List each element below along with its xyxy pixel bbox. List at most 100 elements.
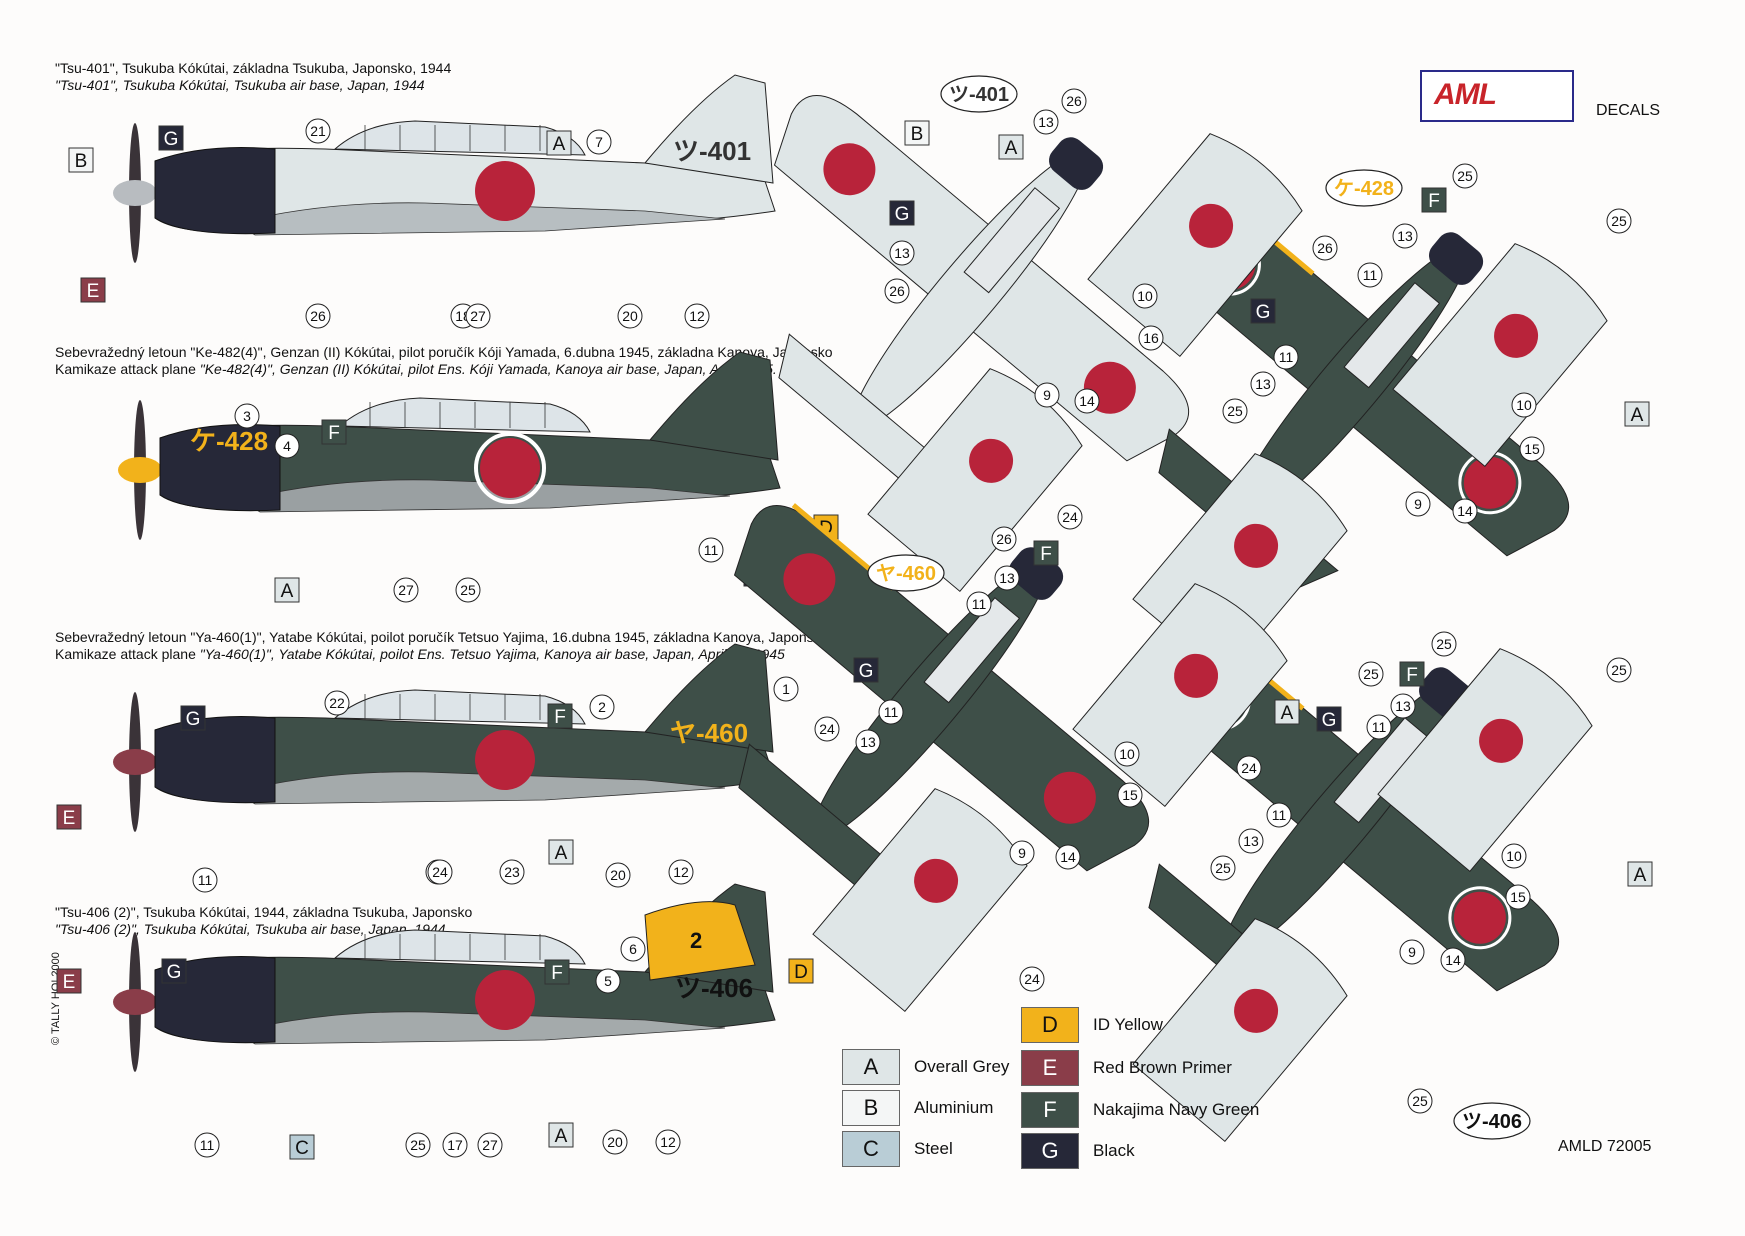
- callout-label: 26: [1066, 93, 1082, 109]
- wing-hinomaru: [969, 438, 1014, 483]
- underside-wing: [1132, 918, 1348, 1143]
- callout-number: [274, 433, 300, 459]
- color-letter-box: [161, 958, 187, 984]
- callout-number: [1273, 344, 1299, 370]
- color-letter-box: [548, 1122, 574, 1148]
- legend-swatch: E: [1021, 1050, 1079, 1086]
- callout-number: [595, 968, 621, 994]
- callout-number: [1440, 947, 1466, 973]
- callout-label: 24: [1024, 971, 1040, 987]
- color-letter: B: [75, 151, 88, 172]
- callout-label: 9: [1043, 387, 1051, 403]
- color-letter-box: [788, 958, 814, 984]
- callout-number: [1366, 714, 1392, 740]
- legend-label: Nakajima Navy Green: [1093, 1100, 1260, 1119]
- vertical-tail: [644, 74, 774, 184]
- color-letter-box: [544, 959, 570, 985]
- underside-wing: [1377, 648, 1593, 873]
- callout-label: 25: [1611, 662, 1627, 678]
- planform-view: [773, 94, 1190, 494]
- color-letter-box: [68, 147, 94, 173]
- aml-logo: AML: [1420, 70, 1574, 122]
- callout-label: 25: [1227, 403, 1243, 419]
- color-letter: B: [911, 124, 924, 145]
- hinomaru-ring: [1448, 886, 1512, 950]
- callout-label: 20: [610, 867, 626, 883]
- callout-label: 2: [598, 699, 606, 715]
- wing-panel: [812, 788, 1028, 1013]
- callout-number: [1357, 262, 1383, 288]
- callout-label: 25: [410, 1137, 426, 1153]
- wing-panel: [1132, 918, 1348, 1143]
- logo-text: AML: [1434, 78, 1497, 111]
- callout-label: 24: [1241, 760, 1257, 776]
- side-profile: ツ-401: [113, 74, 776, 263]
- legend-label: Black: [1093, 1141, 1135, 1160]
- callout-label: 13: [1255, 376, 1271, 392]
- callout-number: [1392, 223, 1418, 249]
- color-letter: A: [555, 843, 568, 864]
- caption-ya460: Sebevražedný letoun "Ya-460(1)", Yatabe …: [55, 629, 828, 663]
- callout-number: [1236, 755, 1262, 781]
- color-letter-box: [853, 657, 879, 683]
- wing-hinomaru: [914, 858, 959, 903]
- callout-number: [1505, 884, 1531, 910]
- hinomaru: [475, 730, 535, 790]
- callout-number: [1074, 388, 1100, 414]
- engine-cowling: [159, 424, 281, 512]
- wing-panel: [867, 368, 1083, 593]
- caption-prefix: Kamikaze attack plane: [55, 646, 200, 662]
- color-letter-box: [1316, 706, 1342, 732]
- callout-label: 13: [894, 245, 910, 261]
- callout-number: [889, 240, 915, 266]
- callout-number: [994, 565, 1020, 591]
- color-letter: A: [555, 1126, 568, 1147]
- callout-label: 9: [1414, 496, 1422, 512]
- color-letter-box: [274, 577, 300, 603]
- callout-label: 13: [860, 734, 876, 750]
- color-letter-box: [289, 1134, 315, 1160]
- color-letter: G: [164, 129, 179, 150]
- canopy: [333, 689, 586, 725]
- callout-label: 13: [1038, 114, 1054, 130]
- code-tag-text: ヤ-460: [876, 563, 936, 585]
- callout-label: 25: [1457, 168, 1473, 184]
- color-letter-box: [180, 705, 206, 731]
- canopy-top: [1343, 282, 1441, 389]
- callout-label: 25: [1363, 666, 1379, 682]
- callout-label: 16: [1143, 330, 1159, 346]
- cowling-top: [1049, 137, 1104, 190]
- callout-number: [192, 867, 218, 893]
- color-letter-box: [1399, 661, 1425, 687]
- callout-label: 14: [1060, 849, 1076, 865]
- underside-wing: [812, 788, 1028, 1013]
- callout-number: [1034, 382, 1060, 408]
- callout-number: [1312, 235, 1338, 261]
- callout-label: 13: [1243, 833, 1259, 849]
- callout-label: 26: [889, 283, 905, 299]
- cowling-top: [1429, 232, 1484, 285]
- hinomaru: [480, 438, 540, 498]
- tail-code: ツ-406: [675, 973, 753, 1003]
- callout-label: 26: [310, 308, 326, 324]
- wing-hinomaru: [1043, 771, 1096, 824]
- caption-line-cz: Sebevražedný letoun "Ya-460(1)", Yatabe …: [55, 629, 829, 645]
- wing-panel: [1392, 243, 1608, 468]
- engine-cowling: [154, 147, 276, 235]
- code-tag: [1453, 1102, 1531, 1140]
- callout-label: 11: [1279, 349, 1294, 365]
- wing-hinomaru: [1453, 891, 1506, 944]
- spinner: [118, 457, 162, 483]
- legend-swatch: D: [1021, 1007, 1079, 1043]
- callout-number: [1358, 661, 1384, 687]
- legend-label: Steel: [914, 1139, 953, 1158]
- legend-label: ID Yellow: [1093, 1015, 1163, 1034]
- legend-swatch: F: [1021, 1092, 1079, 1128]
- callout-label: 13: [1395, 698, 1411, 714]
- callout-label: 12: [673, 864, 689, 880]
- color-letter: C: [295, 1138, 309, 1159]
